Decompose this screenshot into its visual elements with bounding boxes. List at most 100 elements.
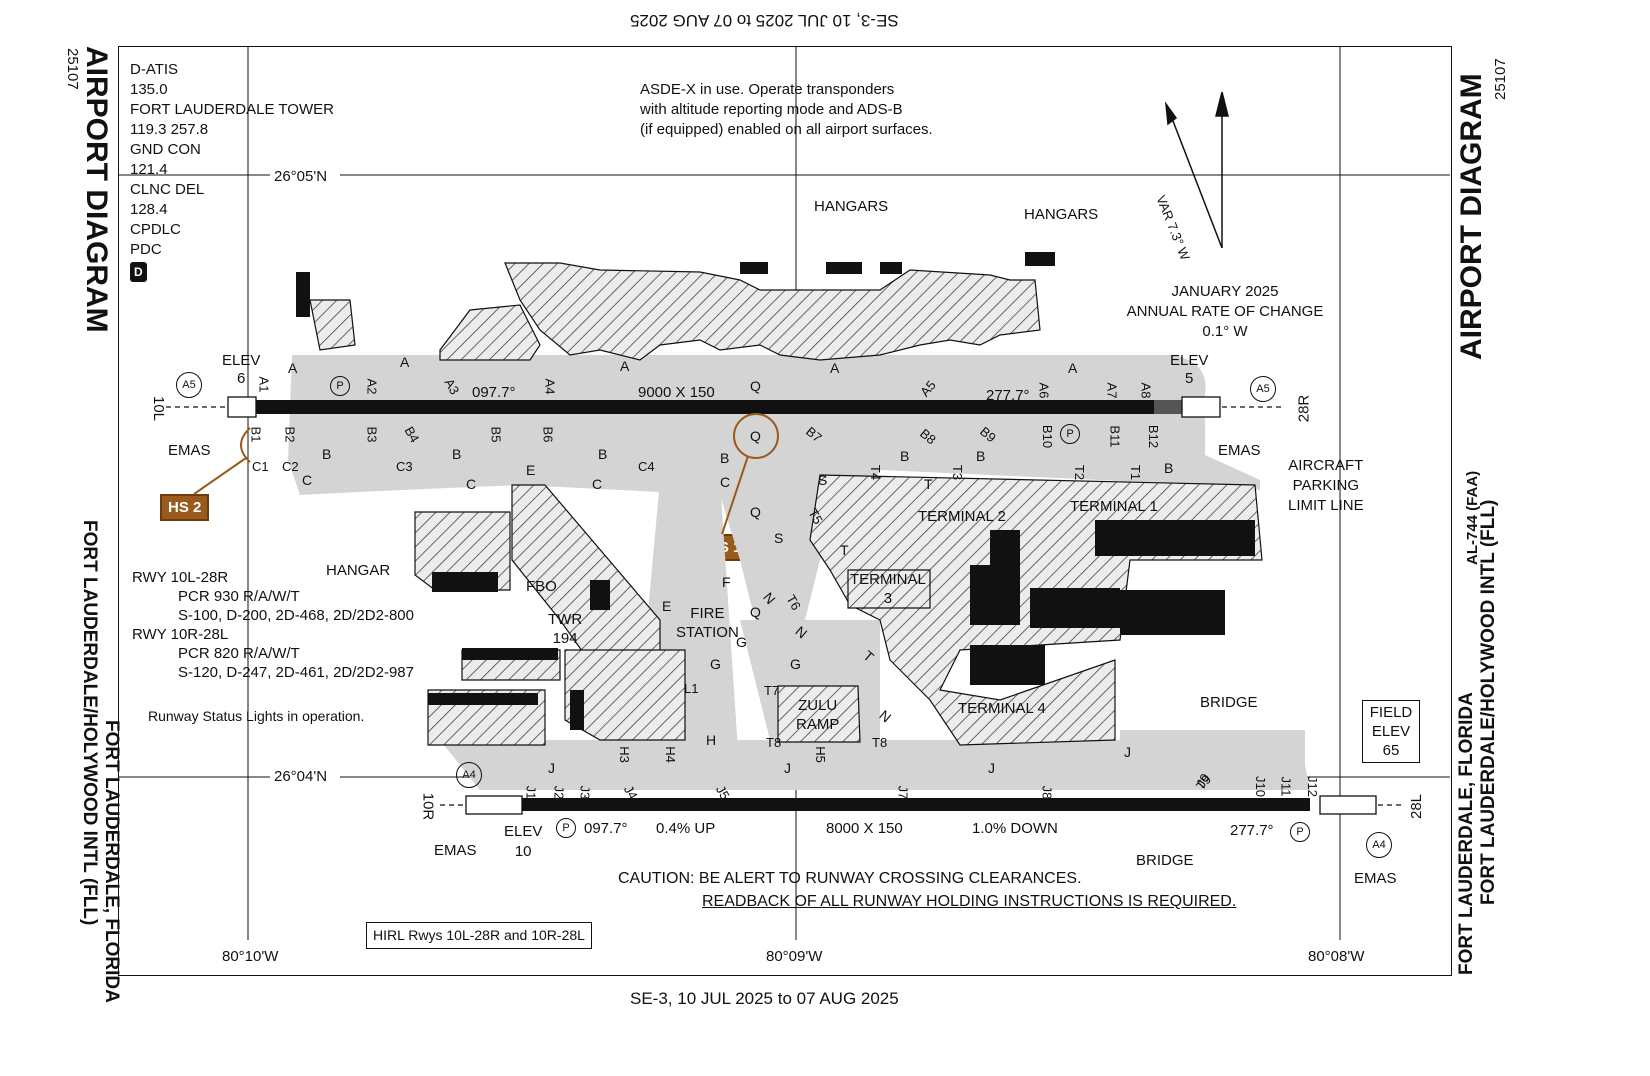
taxiway-label: C [720,474,731,490]
taxiway-label: J [548,760,555,776]
elev-line: 6 [237,370,246,387]
taxiway-label: A [1068,360,1078,376]
rwy-data-line: PCR 930 R/A/W/T [178,588,300,605]
rate-line: 0.1° W [1202,323,1248,340]
hotspot-hs2[interactable]: HS 2 [160,494,210,521]
taxiway-label: G [790,656,801,672]
fbo-label: FBO [526,578,557,595]
taxiway-label: B11 [1107,425,1123,448]
zulu-line: RAMP [796,716,840,733]
taxiway-label: B12 [1146,424,1162,449]
rate-line: ANNUAL RATE OF CHANGE [1126,303,1324,320]
taxiway-label: T8 [766,735,782,750]
field-elev-line: 65 [1382,742,1400,759]
taxiway-label: J [784,760,791,776]
runway-north-hdg-w: 097.7° [472,384,516,401]
terminal3-line: TERMINAL [850,571,926,588]
rsl-note: Runway Status Lights in operation. [148,708,365,724]
caution-note: CAUTION: BE ALERT TO RUNWAY CROSSING CLE… [618,870,1082,887]
fire-station-label: FIRE STATION [676,604,739,642]
asde-line: with altitude reporting mode and ADS-B [640,101,903,118]
taxiway-label: B [900,448,910,464]
hangars-label: HANGARS [814,198,889,215]
terminal-4-label: TERMINAL 4 [958,700,1046,717]
taxiway-label: T [840,542,849,558]
field-elev-line: ELEV [1371,723,1411,740]
elev-10r: ELEV 10 [504,822,542,862]
taxiway-label: Q [750,604,761,620]
emas-label: EMAS [1218,442,1261,459]
a5-marker-e: A5 [1250,376,1276,402]
taxiway-label: A [288,360,298,376]
taxiway-label: J11 [1278,776,1294,797]
taxiway-label: H4 [662,746,678,763]
parking-line: AIRCRAFT [1288,457,1364,474]
taxiway-label: B10 [1040,424,1056,449]
lat-north: 26°05'N [274,168,328,185]
taxiway-label: B6 [540,426,556,443]
d-atis-badge: D [130,262,147,282]
runway-south-dims: 8000 X 150 [826,820,903,837]
lon-mid: 80°09'W [766,948,823,965]
taxiway-label: E [526,462,536,478]
taxiway-label: E [662,598,672,614]
taxiway-label: B [598,446,608,462]
hangars-label: HANGARS [1024,206,1099,223]
taxiway-label: C [592,476,603,492]
taxiway-label: B [452,446,462,462]
runway-south-hdg-w: 097.7° [584,820,628,837]
rwy-data-line: S-120, D-247, 2D-461, 2D/2D2-987 [178,664,414,681]
elev-28r: ELEV 5 [1170,352,1208,388]
lon-east: 80°08'W [1308,948,1365,965]
taxiway-label: B [322,446,332,462]
taxiway-label: C [302,472,313,488]
taxiway-label: J7 [895,785,911,800]
runway-north-dims: 9000 X 150 [638,384,715,401]
runway-north-hdg-e: 277.7° [986,387,1030,404]
taxiway-label: J2 [551,785,567,800]
rwy-data-line: PCR 820 R/A/W/T [178,645,300,662]
runway-data: RWY 10L-28R PCR 930 R/A/W/T S-100, D-200… [132,568,414,682]
parking-p-marker: P [1290,822,1310,842]
centerline-extensions [166,406,1402,806]
taxiway-label: A [400,354,410,370]
fire-line: STATION [676,624,739,641]
taxiway-label: B5 [488,426,504,443]
freq-line: 121.4 [130,161,168,178]
taxiway-label: F [722,574,731,590]
freq-line: CLNC DEL [130,181,205,198]
emas-label: EMAS [168,442,211,459]
elev-line: 10 [514,843,532,860]
taxiway-label: H5 [812,746,828,763]
emas-label: EMAS [1354,870,1397,887]
north-arrow-icon [1164,91,1229,249]
taxiway-label: J12 [1304,776,1320,797]
hirl-box: HIRL Rwys 10L-28R and 10R-28L [366,922,592,949]
runway-end-28l: 28L [1408,793,1426,820]
fire-line: FIRE [690,605,725,622]
bridge-label: BRIDGE [1136,852,1194,869]
runway-south-hdg-e: 277.7° [1230,822,1274,839]
field-elev-line: FIELD [1369,704,1413,721]
taxiway-label: T1 [1128,464,1144,481]
taxiway-label: S [818,472,828,488]
taxiway-label: B [720,450,730,466]
parking-p-marker: P [556,818,576,838]
zulu-ramp-label: ZULU RAMP [796,696,839,734]
taxiway-label: L1 [684,681,699,696]
elev-line: ELEV [222,352,261,369]
bridge-label: BRIDGE [1200,694,1258,711]
parking-p-marker: P [1060,424,1080,444]
parking-line: LIMIT LINE [1288,497,1364,514]
rate-line: JANUARY 2025 [1171,283,1279,300]
taxiway-label: S [774,530,784,546]
runway-south-grad-down: 1.0% DOWN [972,820,1058,837]
runway-south-grad-up: 0.4% UP [656,820,716,837]
tower-label: TWR 194 [548,610,582,648]
taxiway-label: A8 [1138,382,1154,399]
bottom-cycle-text: SE-3, 10 JUL 2025 to 07 AUG 2025 [630,989,899,1008]
a4-marker-w: A4 [456,762,482,788]
taxiway-label: Q [750,504,761,520]
freq-line: D-ATIS [130,61,179,78]
a4-marker-e: A4 [1366,832,1392,858]
